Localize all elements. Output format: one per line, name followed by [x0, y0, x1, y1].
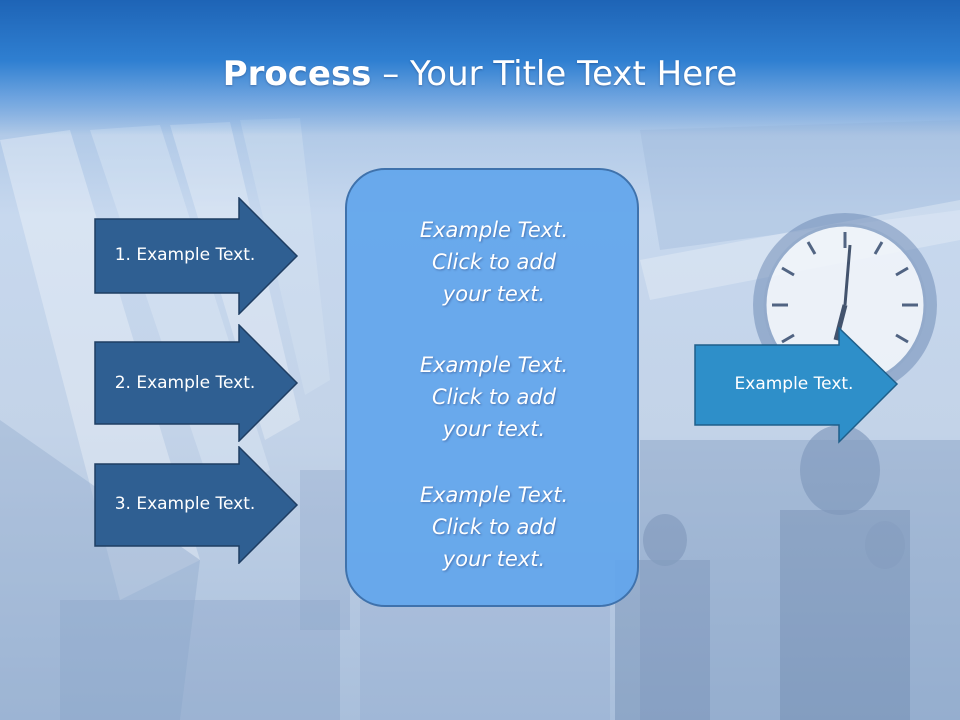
- title-rest: – Your Title Text Here: [371, 54, 738, 94]
- paragraph-line: Click to add: [431, 385, 556, 409]
- output-arrow[interactable]: Example Text.: [694, 327, 899, 445]
- process-step-label: 1. Example Text.: [114, 245, 256, 265]
- paragraph-line: Example Text.: [419, 353, 569, 377]
- process-step-label: 3. Example Text.: [114, 494, 256, 514]
- paragraph-line: Example Text.: [419, 483, 569, 507]
- slide-title[interactable]: Process – Your Title Text Here: [0, 52, 960, 96]
- center-text-box[interactable]: Example Text. Click to add your text. Ex…: [345, 168, 639, 607]
- center-paragraph-3: Example Text. Click to add your text.: [347, 479, 641, 575]
- process-step-arrow-1[interactable]: 1. Example Text.: [94, 197, 299, 315]
- title-bold: Process: [222, 54, 372, 94]
- center-paragraph-1: Example Text. Click to add your text.: [347, 214, 641, 310]
- right-arrow-icon: [94, 324, 299, 442]
- right-arrow-icon: [94, 197, 299, 315]
- output-arrow-label: Example Text.: [734, 374, 854, 394]
- paragraph-line: your text.: [442, 282, 546, 306]
- right-arrow-icon: [94, 446, 299, 564]
- process-step-arrow-2[interactable]: 2. Example Text.: [94, 324, 299, 442]
- paragraph-line: Example Text.: [419, 218, 569, 242]
- paragraph-line: your text.: [442, 547, 546, 571]
- process-step-arrow-3[interactable]: 3. Example Text.: [94, 446, 299, 564]
- process-step-label: 2. Example Text.: [114, 373, 256, 393]
- center-paragraph-2: Example Text. Click to add your text.: [347, 349, 641, 445]
- title-bar: [0, 0, 960, 135]
- paragraph-line: your text.: [442, 417, 546, 441]
- right-arrow-icon: [694, 327, 899, 444]
- paragraph-line: Click to add: [431, 250, 556, 274]
- paragraph-line: Click to add: [431, 515, 556, 539]
